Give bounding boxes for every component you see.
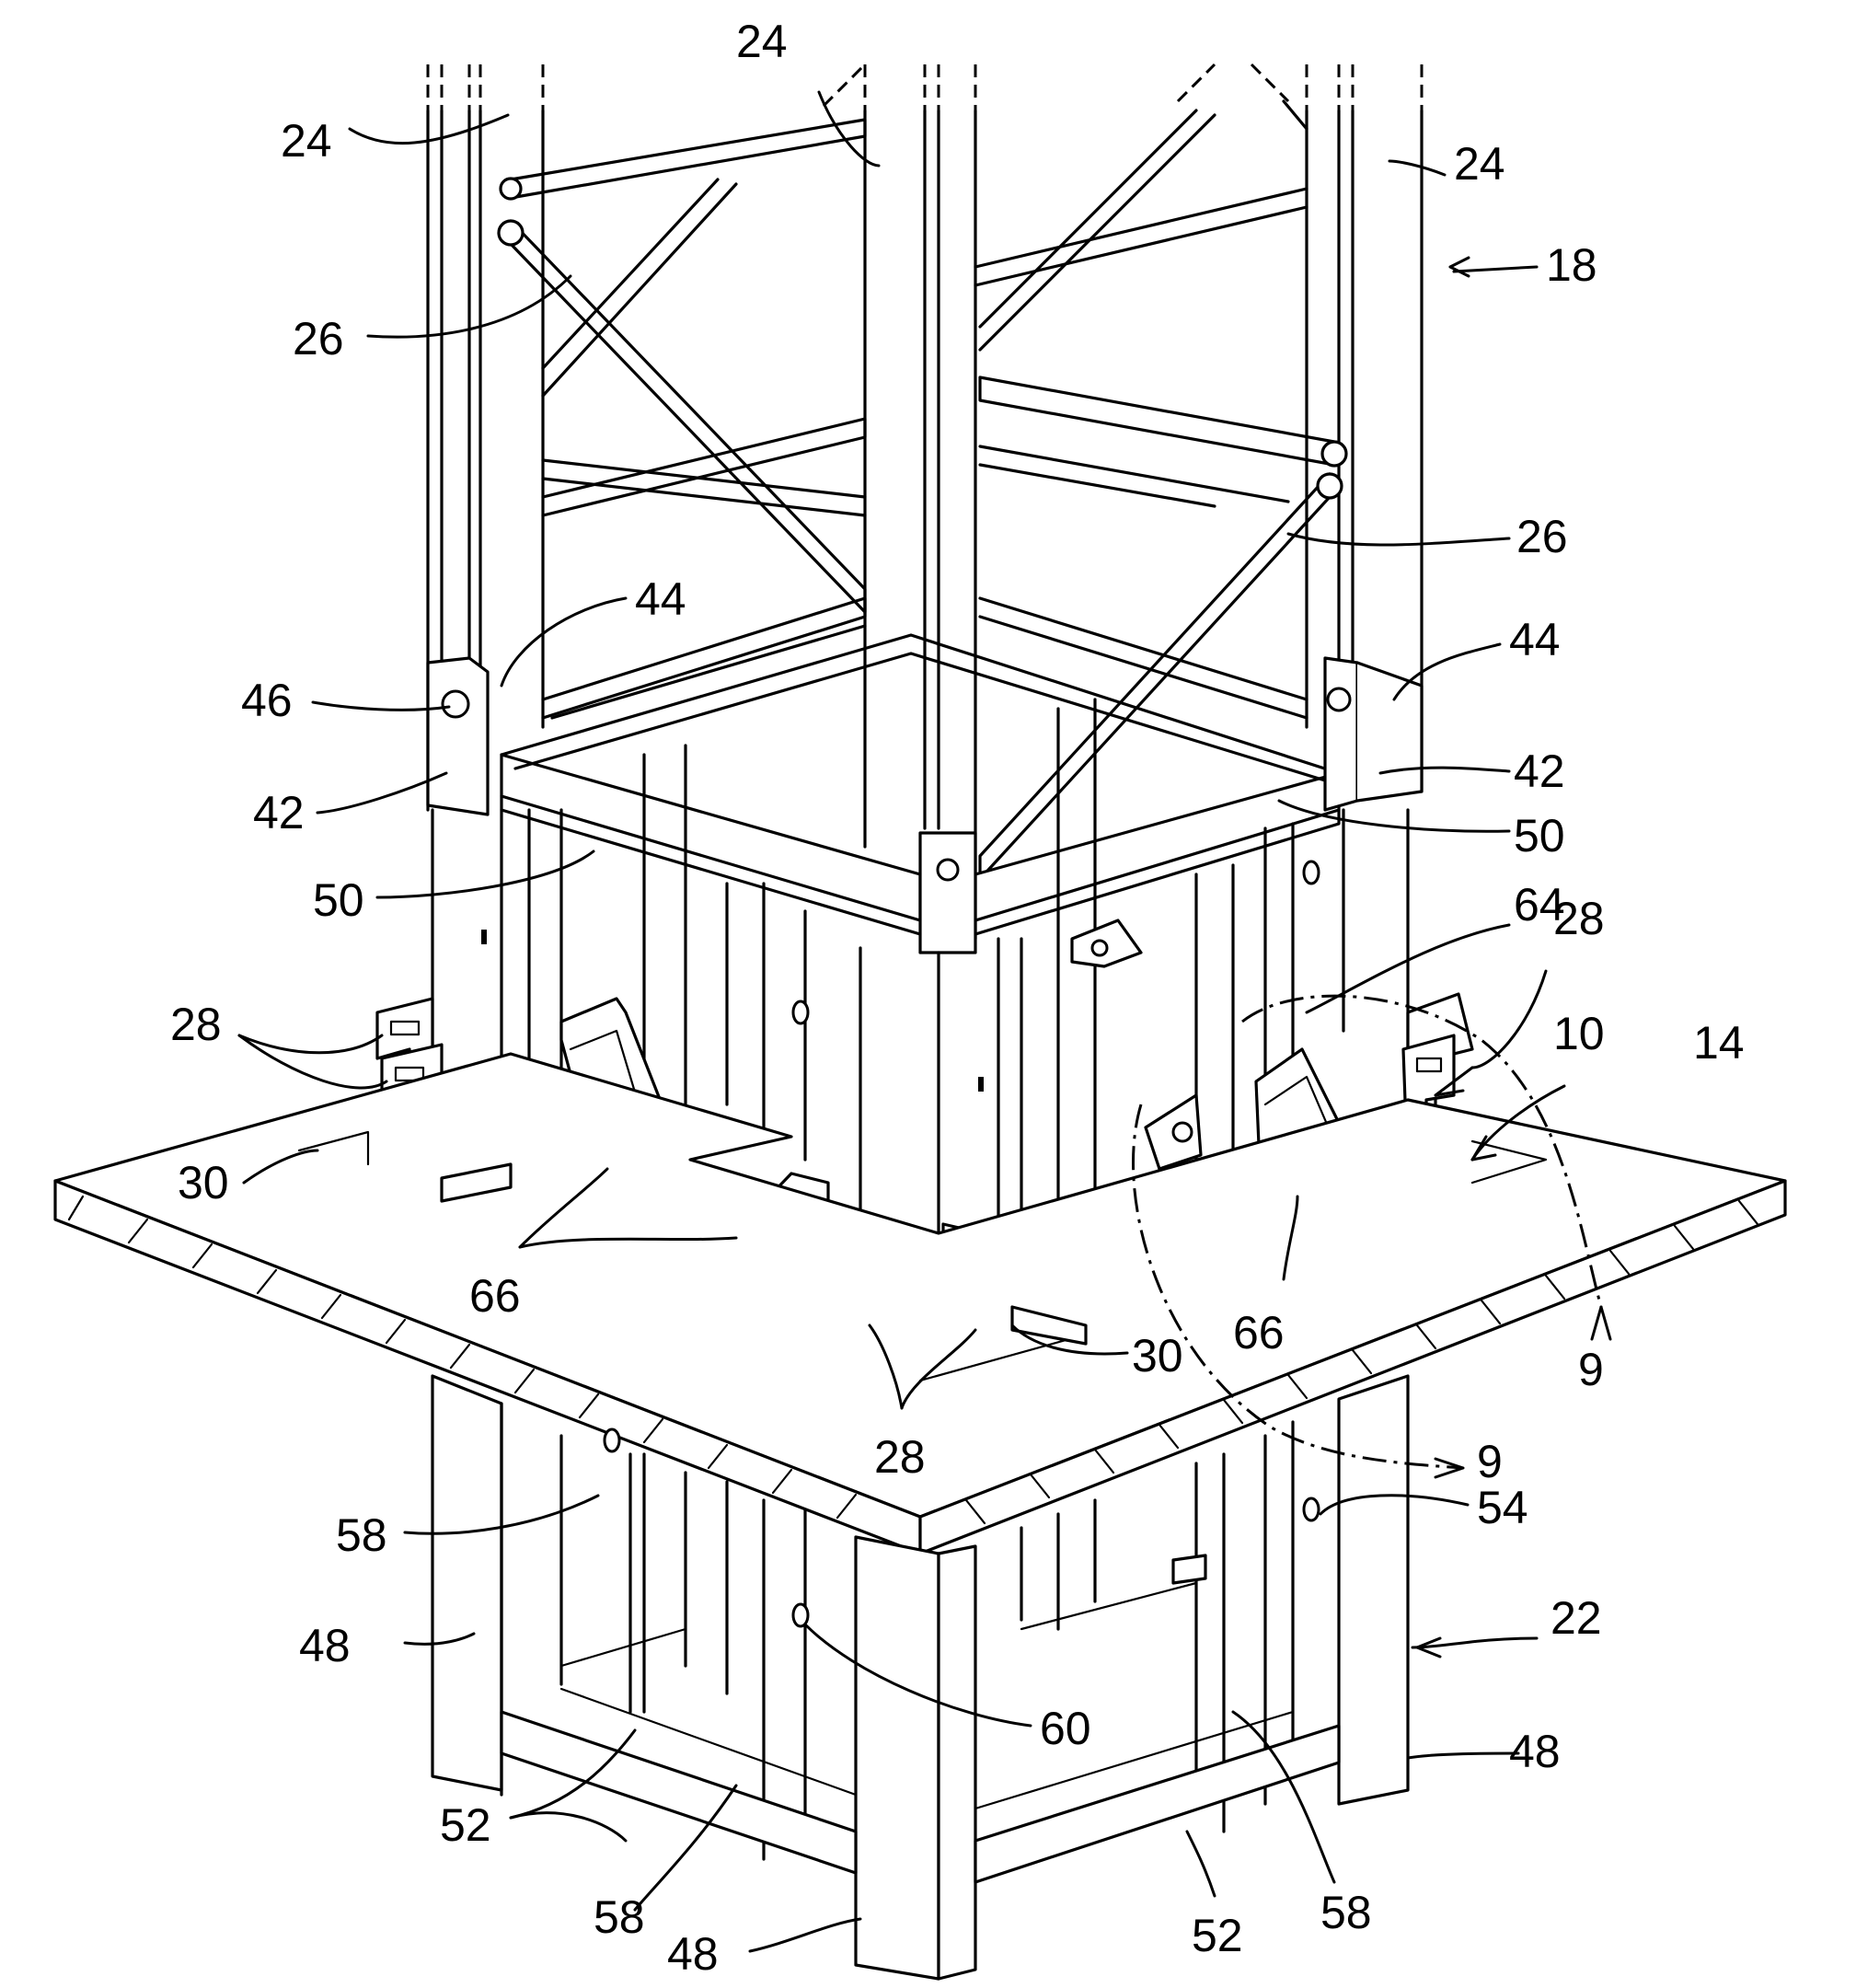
left-face-lacing — [509, 118, 867, 720]
label-54: 54 — [1477, 1482, 1528, 1533]
label-9-bottom: 9 — [1477, 1436, 1503, 1487]
support-frame — [426, 633, 1424, 954]
label-58-right: 58 — [1320, 1887, 1372, 1938]
label-30-left: 30 — [178, 1157, 229, 1208]
label-48-bottom: 48 — [667, 1928, 719, 1980]
label-46: 46 — [241, 675, 293, 726]
label-52-bottom: 52 — [1192, 1910, 1243, 1961]
label-22: 22 — [1551, 1592, 1602, 1644]
label-58-bottom: 58 — [594, 1891, 645, 1943]
reference-numerals: 24 24 24 18 26 26 44 44 46 42 42 50 50 6… — [170, 16, 1745, 1980]
label-64: 64 — [1514, 879, 1565, 930]
label-66-left: 66 — [469, 1270, 521, 1322]
label-52-left: 52 — [440, 1799, 491, 1851]
plate-hatching — [67, 1195, 1759, 1525]
right-chord — [1305, 109, 1424, 793]
label-58-left: 58 — [336, 1509, 387, 1561]
label-60: 60 — [1040, 1703, 1091, 1754]
label-14: 14 — [1693, 1017, 1745, 1069]
break-lines — [426, 63, 1424, 110]
label-24-right: 24 — [1454, 138, 1505, 190]
label-10: 10 — [1553, 1008, 1605, 1059]
front-chord — [863, 109, 977, 941]
label-24-top: 24 — [736, 16, 788, 67]
right-face-lacing — [974, 99, 1336, 881]
label-66-right: 66 — [1233, 1307, 1285, 1358]
label-50-right: 50 — [1514, 810, 1565, 861]
label-42-left: 42 — [253, 787, 305, 838]
lower-section — [431, 1374, 1410, 1981]
label-48-left: 48 — [299, 1620, 351, 1671]
label-30-right: 30 — [1132, 1330, 1183, 1381]
base-plate — [53, 1052, 1787, 1555]
bar-end — [499, 177, 523, 201]
bar-end — [1320, 440, 1348, 468]
label-42-right: 42 — [1514, 746, 1565, 797]
label-50-left: 50 — [313, 874, 364, 926]
label-26-right: 26 — [1516, 511, 1568, 562]
label-24-left: 24 — [281, 115, 332, 167]
label-9-right: 9 — [1578, 1344, 1604, 1395]
bar-end — [1316, 472, 1343, 500]
leader-lines — [237, 90, 1566, 1953]
label-28-left: 28 — [170, 999, 222, 1050]
label-48-right: 48 — [1509, 1726, 1561, 1777]
label-26-left: 26 — [293, 313, 344, 364]
bar-end — [497, 219, 525, 247]
label-28-bottom: 28 — [874, 1431, 926, 1483]
label-44-left: 44 — [635, 573, 686, 625]
detail-circle — [1131, 994, 1612, 1479]
label-44-right: 44 — [1509, 614, 1561, 665]
label-18: 18 — [1546, 239, 1597, 291]
label-28-right: 28 — [1553, 893, 1605, 944]
